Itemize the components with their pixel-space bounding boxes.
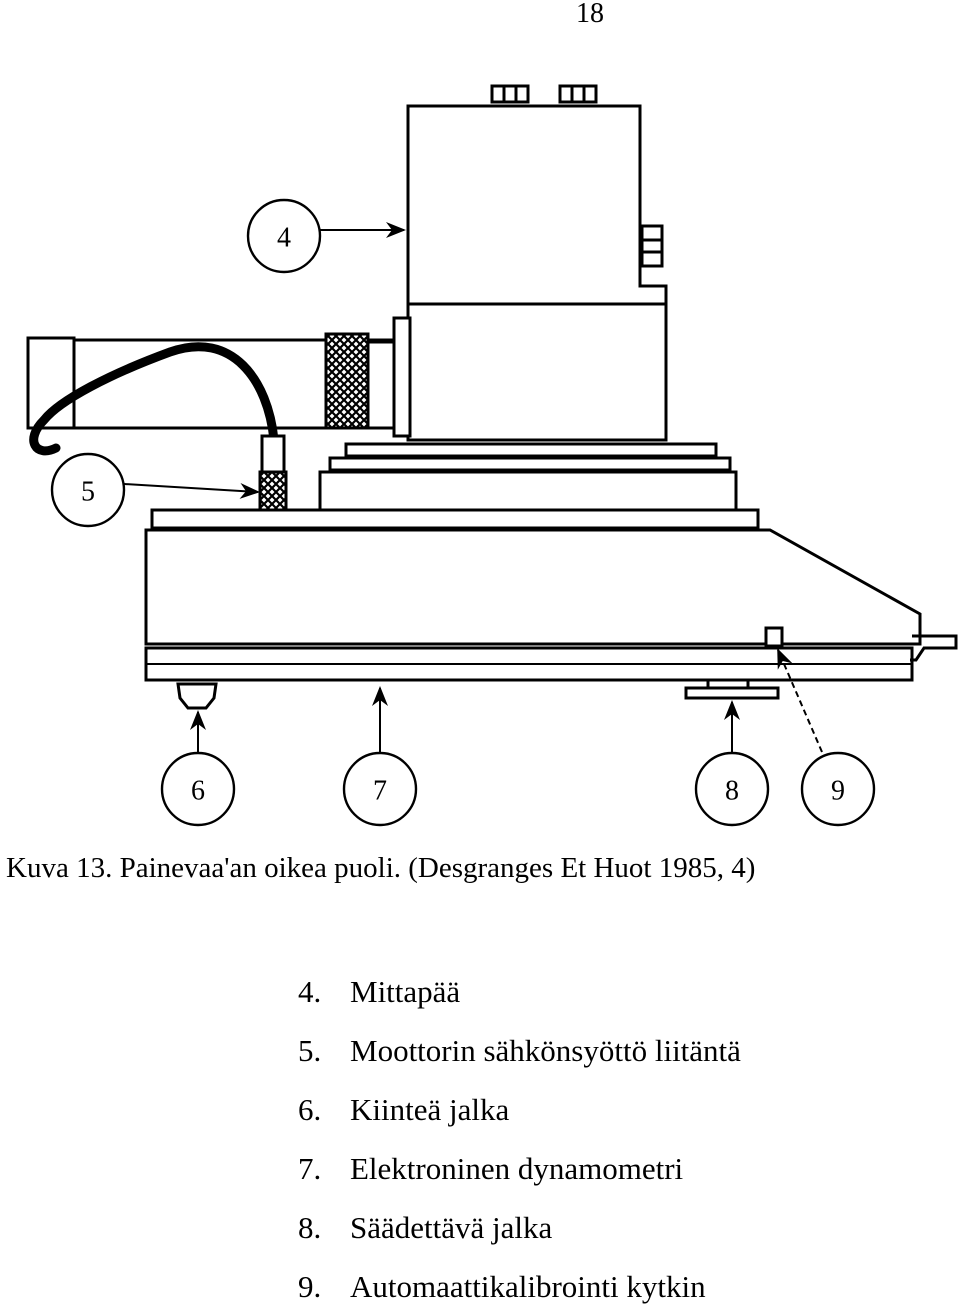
- legend-text: Elektroninen dynamometri: [350, 1150, 684, 1186]
- legend-list: 4. Mittapää 5. Moottorin sähkönsyöttö li…: [298, 962, 741, 1316]
- electronic-dynamometer-base: [144, 528, 958, 682]
- legend-text: Automaattikalibrointi kytkin: [350, 1268, 706, 1304]
- top-bolt-left: [490, 84, 530, 104]
- pedestal: [318, 442, 738, 512]
- callout-8: [694, 751, 770, 827]
- legend-item: 5. Moottorin sähkönsyöttö liitäntä: [298, 1021, 741, 1080]
- callout-6: [160, 751, 236, 827]
- callout-9: [800, 751, 876, 827]
- legend-number: 9.: [298, 1268, 322, 1304]
- legend-item: 6. Kiinteä jalka: [298, 1080, 741, 1139]
- callout-6-label: 6: [191, 776, 205, 807]
- fixed-foot: [176, 682, 218, 710]
- legend-text: Mittapää: [350, 973, 461, 1009]
- legend-item: 7. Elektroninen dynamometri: [298, 1139, 741, 1198]
- adjustable-foot: [684, 678, 780, 700]
- callout-4: [246, 198, 322, 274]
- top-bolt-right: [558, 84, 598, 104]
- page-number: 18: [576, 0, 604, 29]
- legend-number: 7.: [298, 1150, 322, 1186]
- callout-7-label: 7: [373, 776, 387, 807]
- power-cable: [29, 342, 279, 456]
- knurled-collar: [324, 332, 370, 430]
- legend-item: 4. Mittapää: [298, 962, 741, 1021]
- motor-tube: [26, 336, 396, 430]
- callout-9-label: 9: [831, 776, 845, 807]
- legend-number: 6.: [298, 1091, 322, 1127]
- legend-text: Säädettävä jalka: [350, 1209, 553, 1245]
- callout-5: [50, 452, 126, 528]
- callout-7: [342, 751, 418, 827]
- legend-number: 5.: [298, 1032, 322, 1068]
- power-connector: [258, 470, 288, 512]
- callout-4-label: 4: [277, 223, 291, 254]
- legend-item: 8. Säädettävä jalka: [298, 1198, 741, 1257]
- legend-text: Moottorin sähkönsyöttö liitäntä: [350, 1032, 741, 1068]
- figure-caption: Kuva 13. Painevaa'an oikea puoli. (Desgr…: [6, 852, 756, 884]
- calibration-switch: [764, 626, 784, 648]
- legend-number: 8.: [298, 1209, 322, 1245]
- legend-text: Kiinteä jalka: [350, 1091, 510, 1127]
- device-illustration: 4 5 6 7 8 9: [26, 84, 958, 827]
- legend-number: 4.: [298, 973, 322, 1009]
- callout-8-label: 8: [725, 776, 739, 807]
- measuring-head: [392, 104, 668, 442]
- callout-5-label: 5: [81, 477, 95, 508]
- legend-item: 9. Automaattikalibrointi kytkin: [298, 1257, 741, 1316]
